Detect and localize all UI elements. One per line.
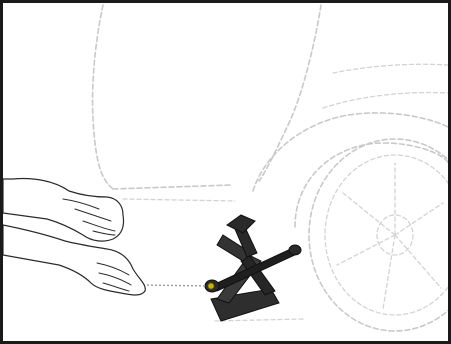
lower-hand — [3, 225, 145, 295]
jack-handle-rod — [143, 285, 207, 286]
jack-illustration — [3, 3, 448, 341]
scissor-jack — [205, 215, 301, 321]
wheel-outline — [253, 113, 448, 331]
ground-line — [215, 319, 303, 321]
jack-drive-eye — [208, 283, 214, 289]
